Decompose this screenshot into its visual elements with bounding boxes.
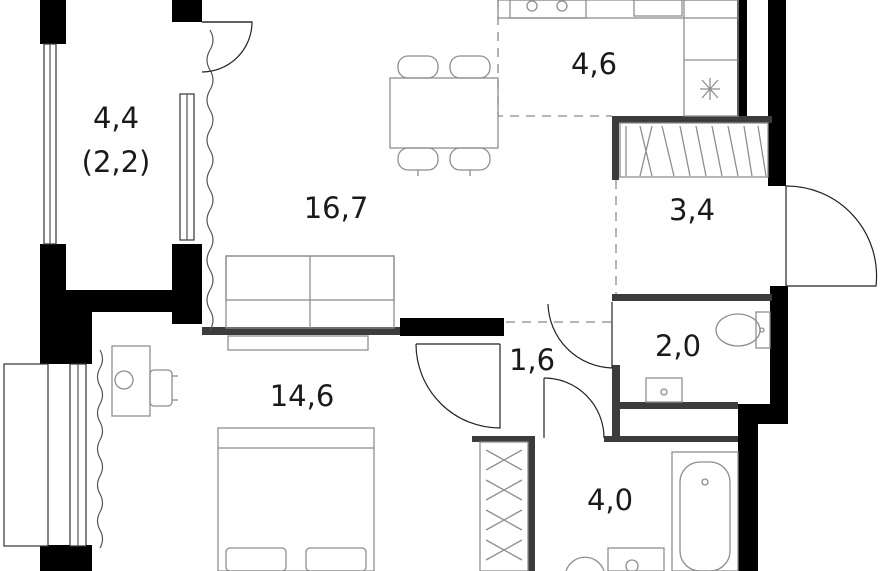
sofa xyxy=(225,255,395,351)
washbasin xyxy=(565,547,665,571)
room-area-wardrobe: 3,4 xyxy=(669,193,715,227)
partition-walls xyxy=(202,116,772,571)
room-area-bedroom: 14,6 xyxy=(270,379,335,413)
hall-wardrobe xyxy=(479,441,529,571)
wardrobe-shelves xyxy=(619,122,769,178)
bearing-walls xyxy=(40,0,788,571)
doors xyxy=(201,21,878,439)
room-area-balcony-net: (2,2) xyxy=(82,145,151,179)
kitchen-units xyxy=(497,0,739,117)
room-area-kitchen-zone: 4,6 xyxy=(571,47,617,81)
desk-chair xyxy=(111,345,178,417)
room-area-bathroom: 4,0 xyxy=(587,483,633,517)
sink-fixture xyxy=(645,377,683,403)
dining-table xyxy=(389,55,499,176)
windows xyxy=(3,29,214,549)
room-area-balcony: 4,4 xyxy=(93,101,139,135)
room-area-toilet: 2,0 xyxy=(655,329,701,363)
bed xyxy=(217,427,375,571)
bathtub xyxy=(671,451,739,571)
room-area-hall: 1,6 xyxy=(509,343,555,377)
toilet-fixture xyxy=(715,311,771,349)
room-area-kitchen-living: 16,7 xyxy=(304,191,369,225)
